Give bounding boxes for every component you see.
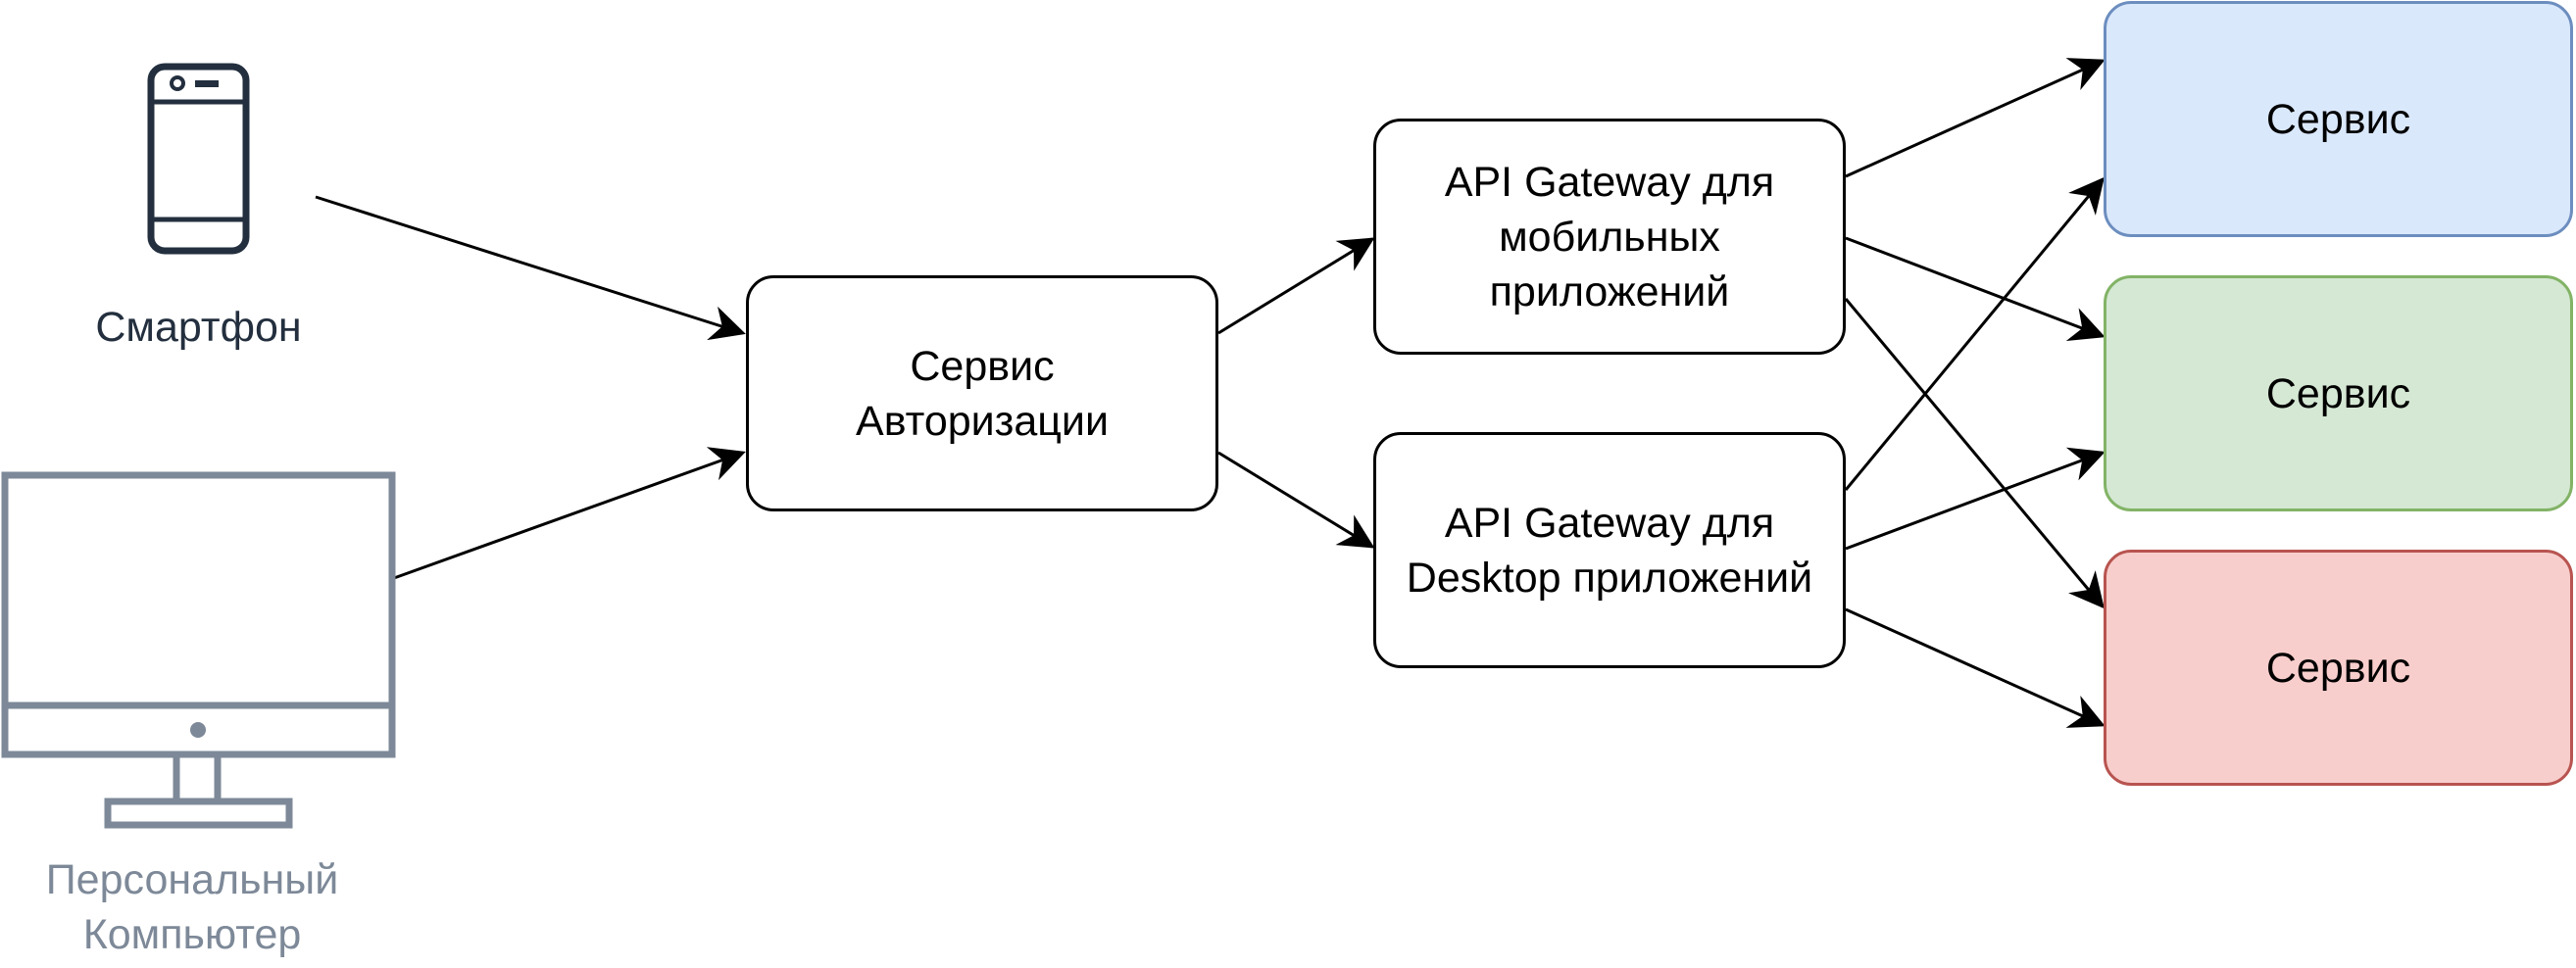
edge-auth-to-desktop-gateway xyxy=(1217,451,1375,549)
service-node-2: Сервис xyxy=(2104,275,2573,511)
edge-desktop-gateway-to-service-1 xyxy=(1844,176,2105,491)
edge-desktop-to-auth xyxy=(393,447,746,580)
edge-auth-to-mobile-gateway xyxy=(1217,237,1375,335)
edge-desktop-gateway-to-service-3 xyxy=(1845,607,2105,728)
edge-mobile-gateway-to-service-3 xyxy=(1844,298,2105,609)
edge-mobile-gateway-to-service-1 xyxy=(1845,58,2105,178)
desktop-monitor-icon xyxy=(1,471,396,829)
edge-mobile-gateway-to-service-2 xyxy=(1845,236,2105,342)
edge-desktop-gateway-to-service-2 xyxy=(1845,447,2105,551)
edge-smartphone-to-auth xyxy=(315,195,746,341)
desktop-api-gateway-node: API Gateway для Desktop приложений xyxy=(1373,432,1846,668)
smartphone-icon xyxy=(147,63,250,255)
service-node-1: Сервис xyxy=(2104,1,2573,237)
mobile-api-gateway-node: API Gateway для мобильных приложений xyxy=(1373,119,1846,355)
auth-service-node: Сервис Авторизации xyxy=(746,275,1218,511)
smartphone-label: Смартфон xyxy=(95,304,302,351)
service-node-3: Сервис xyxy=(2104,550,2573,786)
desktop-label: Персональный Компьютер xyxy=(45,856,339,958)
